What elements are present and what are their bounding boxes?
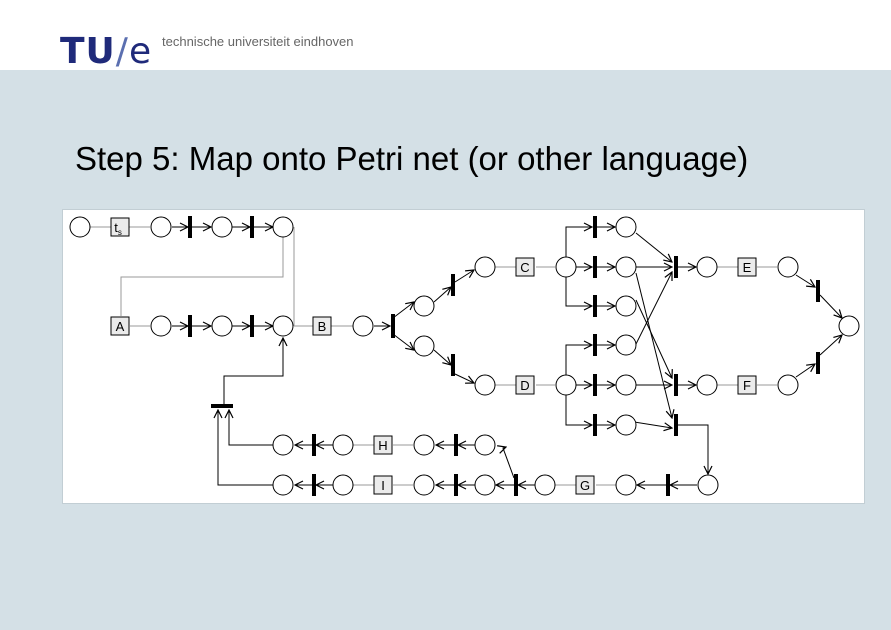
tue-logo: TU/e [60, 32, 152, 72]
logo-slash: / [115, 31, 129, 72]
place [413, 434, 435, 456]
transitions [188, 216, 820, 496]
place [150, 216, 172, 238]
activity-boxes [110, 217, 757, 495]
place [474, 434, 496, 456]
place [332, 434, 354, 456]
activity-i-box [373, 475, 393, 495]
place [272, 315, 294, 337]
place [413, 474, 435, 496]
place [474, 374, 496, 396]
activity-i-label: I [381, 478, 385, 493]
place [474, 256, 496, 278]
place [697, 474, 719, 496]
place [615, 414, 637, 436]
activity-h-label: H [378, 438, 387, 453]
place [615, 216, 637, 238]
activity-h-box [373, 435, 393, 455]
place [352, 315, 374, 337]
activity-f-box [737, 375, 757, 395]
activity-a-label: A [116, 319, 125, 334]
activity-labels: ts A B C D E F G H I [114, 220, 751, 493]
logo-e-text: e [128, 31, 153, 72]
activity-c-label: C [520, 260, 529, 275]
places [69, 216, 860, 496]
place [272, 434, 294, 456]
slide-title: Step 5: Map onto Petri net (or other lan… [75, 140, 749, 177]
header-bar: TU/e technische universiteit eindhoven [0, 0, 891, 72]
activity-a-box [110, 316, 130, 336]
logo-tu-text: TU [60, 31, 116, 72]
place [211, 315, 233, 337]
place [615, 374, 637, 396]
place [696, 256, 718, 278]
activity-b-box [312, 316, 332, 336]
activity-g-box [575, 475, 595, 495]
place [615, 256, 637, 278]
activity-c-box [515, 257, 535, 277]
place [615, 295, 637, 317]
place [332, 474, 354, 496]
activity-f-label: F [743, 378, 751, 393]
place [474, 474, 496, 496]
activity-d-label: D [520, 378, 529, 393]
place [777, 256, 799, 278]
activity-e-box [737, 257, 757, 277]
place [150, 315, 172, 337]
place [696, 374, 718, 396]
place [534, 474, 556, 496]
place [272, 216, 294, 238]
place [555, 256, 577, 278]
petri-net-panel [62, 209, 865, 504]
arcs [90, 227, 842, 485]
place [272, 474, 294, 496]
place [777, 374, 799, 396]
place [615, 334, 637, 356]
university-tagline: technische universiteit eindhoven [162, 34, 354, 49]
place [413, 295, 435, 317]
place [555, 374, 577, 396]
activity-d-box [515, 375, 535, 395]
activity-e-label: E [743, 260, 752, 275]
place [69, 216, 91, 238]
place [838, 315, 860, 337]
place [413, 335, 435, 357]
activity-ts-label: ts [114, 220, 122, 237]
place [615, 474, 637, 496]
activity-b-label: B [318, 319, 327, 334]
activity-g-label: G [580, 478, 590, 493]
activity-ts-box [110, 217, 130, 237]
place [211, 216, 233, 238]
